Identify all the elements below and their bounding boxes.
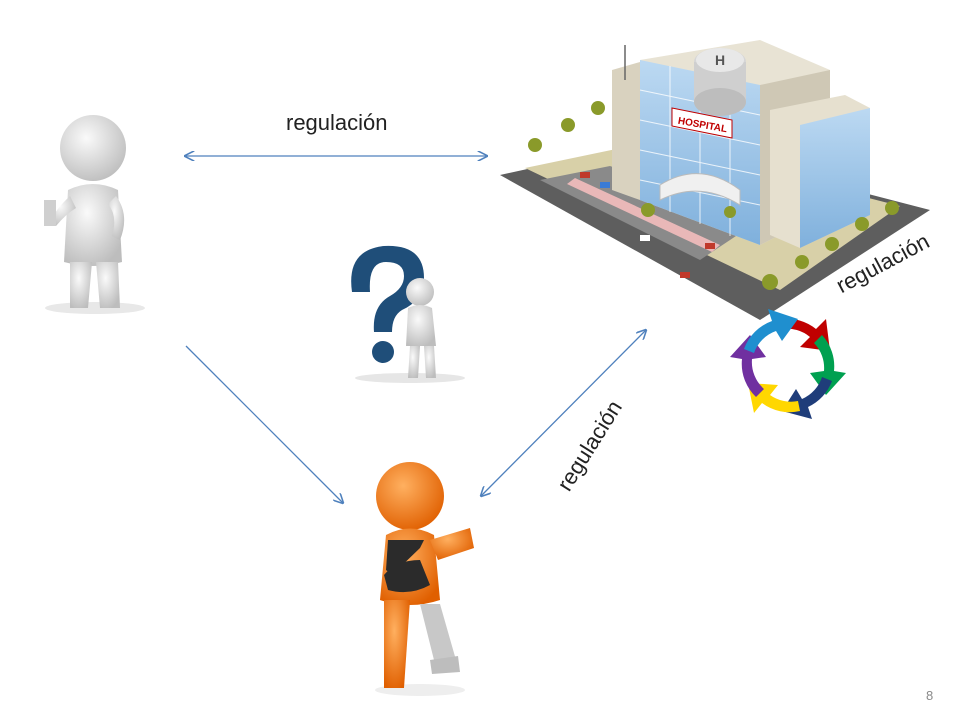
gray-person-thumbs-down-icon [44,115,145,314]
arrow-hospital-injured [481,330,646,496]
helipad-letter: H [715,52,725,68]
hospital-building-icon: H HOSPITAL [500,40,930,320]
question-mark-thinker-icon [351,245,465,383]
regulation-label-top: regulación [286,110,388,135]
cycle-arrows-icon [730,309,846,419]
arrow-patient-injured [185,345,343,503]
page-number: 8 [926,688,934,703]
orange-injured-person-icon [375,462,474,696]
